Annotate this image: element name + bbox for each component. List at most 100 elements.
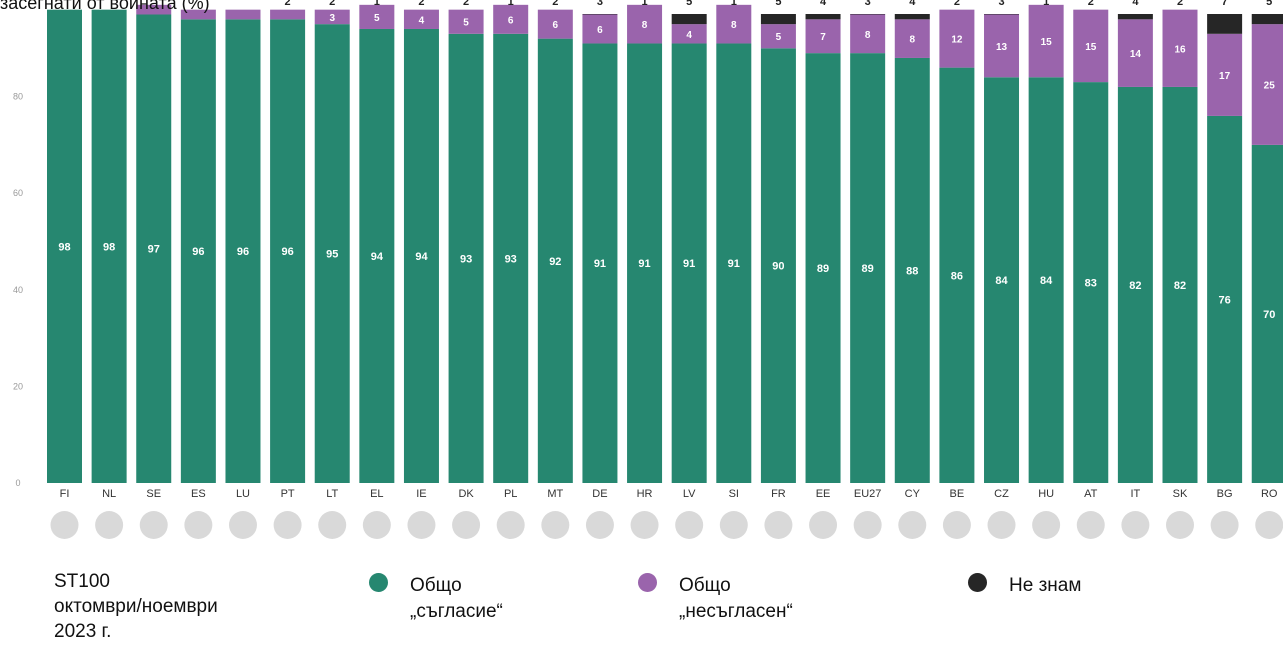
flag-nl-icon — [95, 511, 124, 539]
x-tick-label-RO: RO — [1261, 488, 1278, 500]
flag-be-icon — [942, 511, 971, 539]
label-dont-know-EU27: 3 — [865, 0, 871, 8]
label-disagree-LV: 4 — [686, 30, 692, 41]
label-agree-DK: 93 — [460, 253, 472, 265]
label-dont-know-PL: 1 — [508, 0, 514, 8]
bar-disagree-ES — [180, 9, 216, 20]
label-dont-know-AT: 2 — [1088, 0, 1094, 8]
label-agree-SK: 82 — [1174, 280, 1186, 292]
bar-disagree-EU27 — [850, 14, 886, 54]
label-agree-SE: 97 — [148, 244, 160, 256]
bar-agree-FI — [47, 9, 82, 483]
x-tick-label-PT: PT — [281, 488, 295, 500]
label-disagree-BE: 12 — [951, 35, 963, 46]
bar-agree-HR — [627, 43, 663, 483]
x-tick-label-EU27: EU27 — [854, 488, 882, 500]
flag-ie-icon — [407, 511, 436, 539]
bar-agree-LV — [671, 43, 707, 483]
legend-item-dont-know: Не знам — [968, 573, 1199, 599]
label-disagree-RO: 25 — [1264, 81, 1276, 92]
flag-at-icon — [1076, 511, 1105, 539]
bar-disagree-PL — [493, 4, 529, 34]
legend-item-disagree: Общо „несъгласен“ — [638, 573, 869, 625]
label-agree-LU: 96 — [237, 246, 249, 258]
label-agree-EU27: 89 — [862, 263, 874, 275]
bar-agree-SE — [136, 14, 172, 484]
y-tick-label: 0 — [15, 478, 20, 488]
x-tick-label-PL: PL — [504, 488, 517, 500]
label-agree-IE: 94 — [415, 251, 428, 263]
y-tick-label: 60 — [13, 188, 23, 198]
x-tick-label-DE: DE — [592, 488, 607, 500]
stacked-bar-chart: 02040608098FI98NL97SE96ES96LU962PT9532LT… — [13, 0, 1283, 539]
label-disagree-DK: 5 — [463, 18, 469, 29]
flag-cy-icon — [898, 511, 927, 539]
flag-el-icon — [362, 511, 391, 539]
bar-agree-DE — [582, 43, 618, 483]
x-tick-label-HU: HU — [1038, 488, 1054, 500]
flag-hu-icon — [1032, 511, 1061, 539]
label-agree-FR: 90 — [772, 261, 784, 273]
x-tick-label-LV: LV — [683, 488, 696, 500]
bar-agree-AT — [1073, 82, 1109, 484]
x-tick-label-ES: ES — [191, 488, 206, 500]
label-agree-EL: 94 — [371, 251, 384, 263]
label-agree-CY: 88 — [906, 265, 918, 277]
bar-disagree-SE — [136, 4, 172, 15]
survey-note: ST100 октомври/ноември 2023 г. — [54, 569, 294, 644]
label-dont-know-EE: 4 — [820, 0, 827, 8]
x-tick-label-NL: NL — [102, 488, 116, 500]
bar-disagree-HR — [627, 4, 663, 44]
label-agree-HR: 91 — [638, 258, 650, 270]
legend-disagree-dot — [638, 573, 657, 592]
x-tick-label-AT: AT — [1084, 488, 1098, 500]
label-dont-know-BE: 2 — [954, 0, 960, 8]
label-disagree-CY: 8 — [909, 35, 915, 46]
bar-dont-know-CY — [894, 14, 930, 20]
note-line2: октомври/ноември — [54, 596, 218, 617]
bar-disagree-RO — [1251, 24, 1283, 145]
bar-agree-EE — [805, 53, 841, 483]
label-dont-know-LT: 2 — [329, 0, 335, 8]
label-agree-AT: 83 — [1085, 278, 1097, 290]
flag-bg-icon — [1210, 511, 1239, 539]
bar-agree-CZ — [984, 77, 1020, 483]
label-agree-IT: 82 — [1129, 280, 1141, 292]
label-dont-know-IT: 4 — [1132, 0, 1139, 8]
bar-disagree-SK — [1162, 9, 1198, 87]
note-line3: 2023 г. — [54, 621, 112, 642]
label-disagree-SI: 8 — [731, 20, 737, 31]
bar-agree-EU27 — [850, 53, 886, 483]
bar-agree-HU — [1028, 77, 1064, 483]
label-agree-EE: 89 — [817, 263, 829, 275]
label-agree-BG: 76 — [1218, 294, 1230, 306]
x-tick-label-BG: BG — [1217, 488, 1233, 500]
bar-agree-LU — [225, 19, 261, 483]
flag-lt-icon — [318, 511, 347, 539]
label-disagree-EE: 7 — [820, 32, 826, 43]
x-tick-label-FR: FR — [771, 488, 786, 500]
flag-it-icon — [1121, 511, 1150, 539]
x-tick-label-MT: MT — [547, 488, 563, 500]
bar-disagree-DE — [582, 14, 618, 44]
chart-title: засегнати от войната (%) — [0, 0, 210, 13]
bar-disagree-PT — [270, 9, 306, 20]
bar-disagree-IE — [403, 9, 439, 29]
x-tick-label-EE: EE — [816, 488, 831, 500]
x-tick-label-CZ: CZ — [994, 488, 1009, 500]
bar-disagree-IT — [1117, 19, 1153, 87]
x-tick-label-CY: CY — [905, 488, 921, 500]
label-dont-know-HR: 1 — [641, 0, 647, 8]
flag-de-icon — [585, 511, 614, 539]
label-disagree-EL: 5 — [374, 13, 380, 24]
label-dont-know-EL: 1 — [374, 0, 380, 8]
bar-disagree-LT — [314, 9, 350, 25]
bar-agree-PL — [493, 33, 529, 484]
bar-agree-FR — [760, 48, 796, 484]
bar-disagree-BG — [1207, 33, 1243, 116]
note-line1: ST100 — [54, 571, 110, 592]
x-tick-label-EL: EL — [370, 488, 383, 500]
bar-disagree-LV — [671, 24, 707, 44]
bar-agree-EL — [359, 28, 395, 483]
label-dont-know-DE: 3 — [597, 0, 603, 8]
